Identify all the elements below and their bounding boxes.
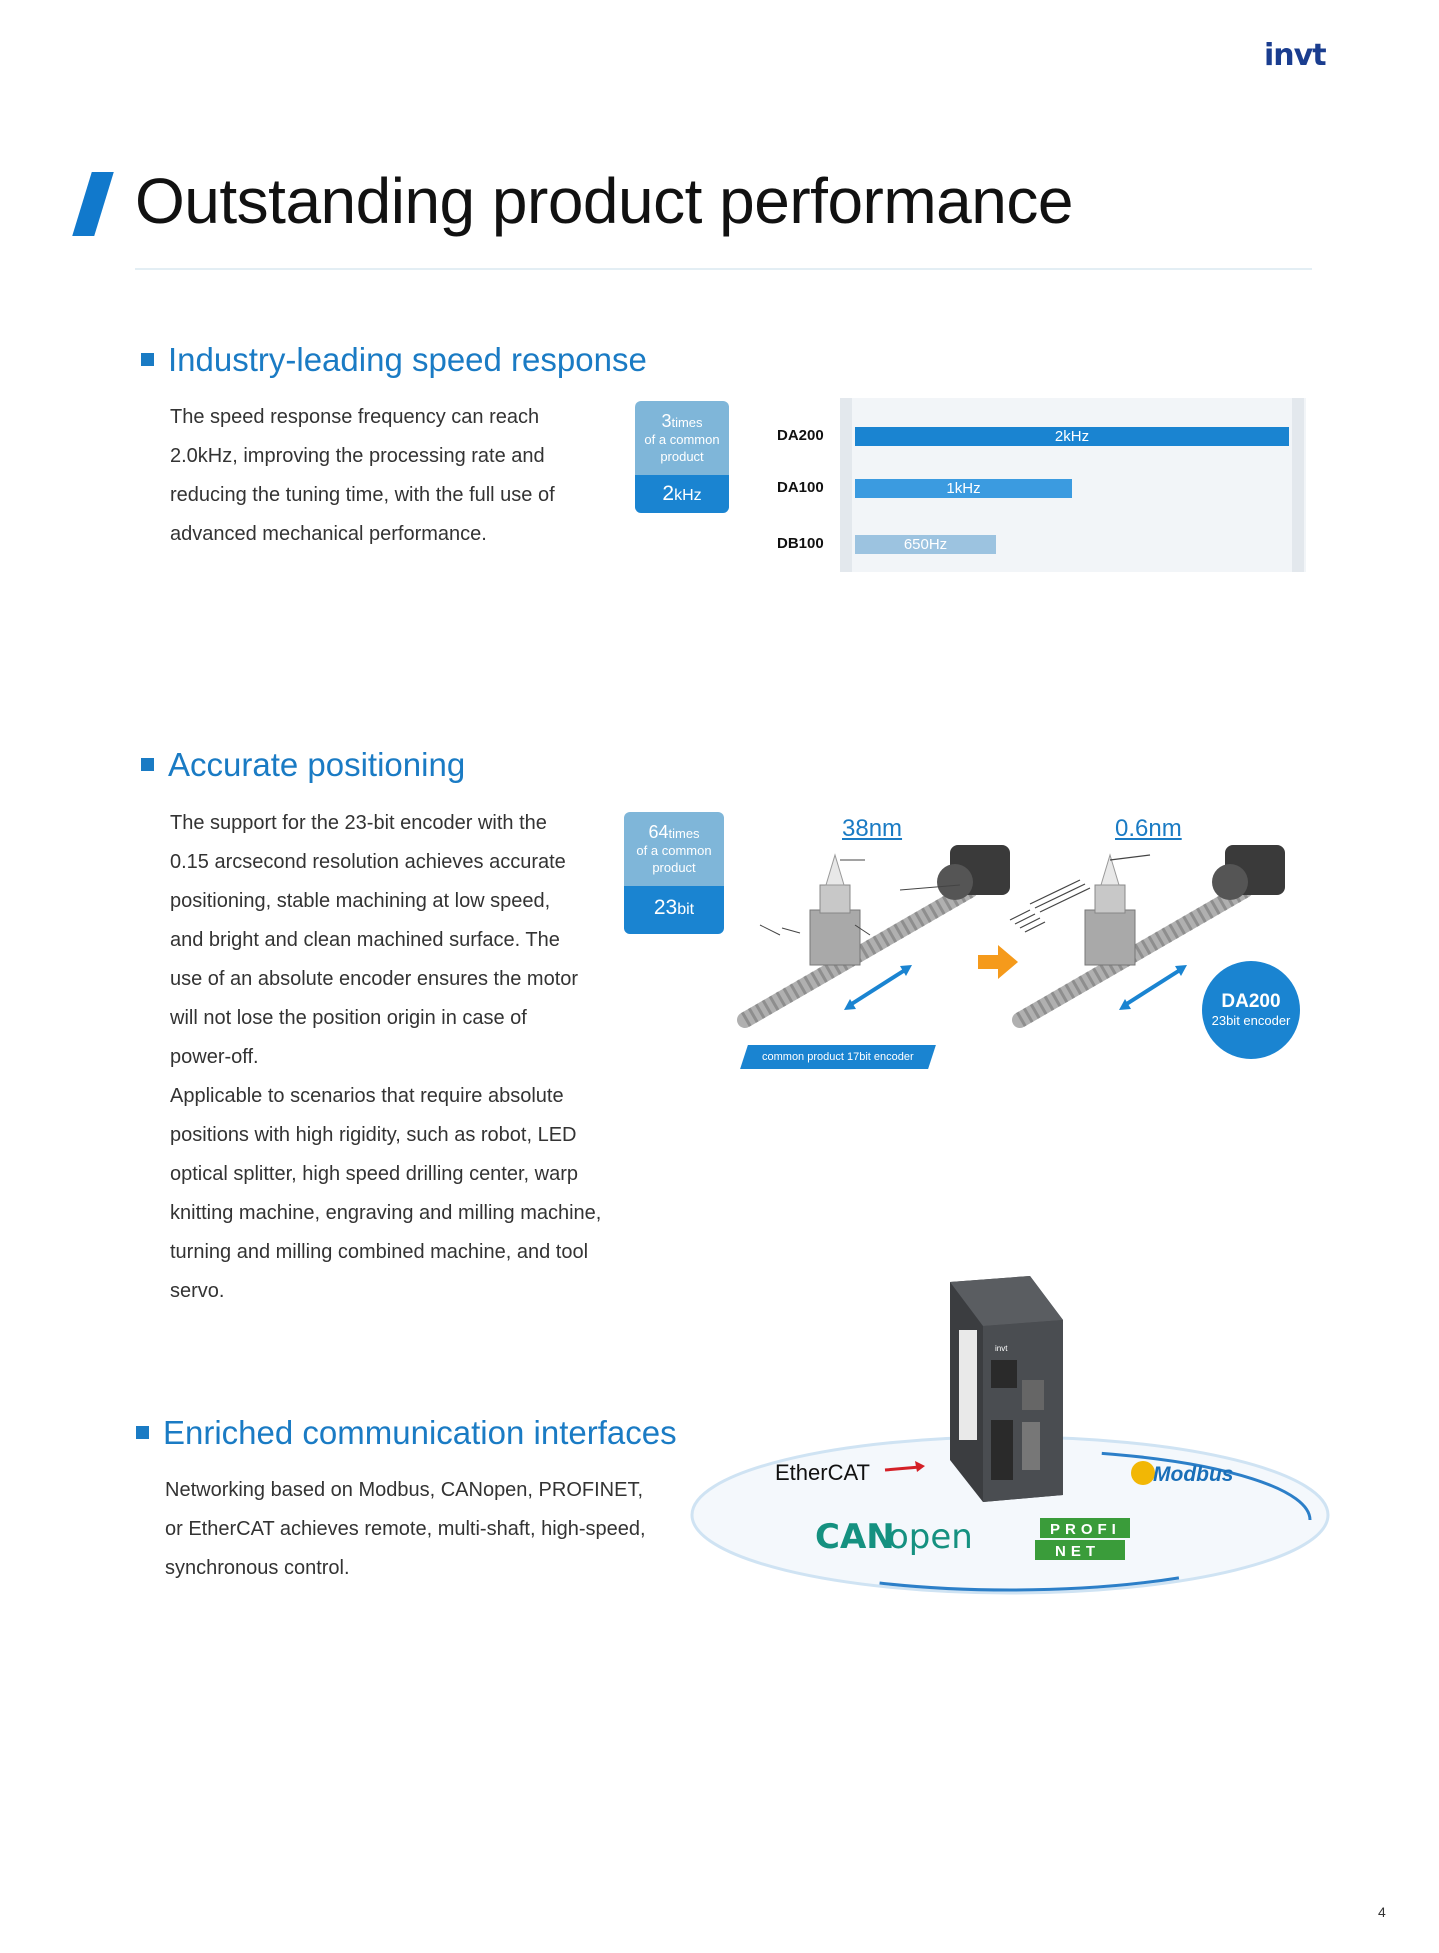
body-line: 0.15 arcsecond resolution achieves accur… — [170, 851, 566, 873]
profinet-logo-top — [1040, 1518, 1130, 1538]
callout-line: of a common — [644, 432, 720, 447]
motion-arrow-icon — [848, 968, 907, 1007]
common-product-tag-text: common product 17bit encoder — [762, 1051, 914, 1063]
body-line: power-off. — [170, 1046, 259, 1068]
body-line: synchronous control. — [165, 1557, 350, 1579]
callout-value-unit: bit — [677, 901, 695, 918]
callout-value-number: 2 — [662, 482, 675, 505]
chart-axis-strip — [840, 398, 852, 572]
body-line: advanced mechanical performance. — [170, 523, 487, 545]
section-heading-positioning: Accurate positioning — [141, 746, 465, 784]
ball-screw-diagram — [737, 845, 1285, 1028]
body-line: turning and milling combined machine, an… — [170, 1241, 589, 1263]
body-line: and bright and clean machined surface. T… — [170, 929, 560, 951]
canopen-logo-can: CAN — [815, 1517, 895, 1557]
chart-bar: 650Hz — [855, 535, 996, 554]
resolution-label-common: 38nm — [842, 815, 903, 842]
callout-line: product — [652, 860, 696, 875]
resolution-label-da200: 0.6nm — [1115, 815, 1182, 842]
body-line: The support for the 23-bit encoder with … — [170, 812, 547, 834]
orange-right-arrow-icon — [978, 945, 1018, 979]
communication-illustration: invt EtherCAT Modbus CAN open PROFI NET — [690, 1276, 1330, 1595]
invt-logo: invt — [1264, 38, 1327, 73]
profinet-logo-net: NET — [1055, 1543, 1100, 1560]
left-ball-screw-illustration — [737, 845, 1010, 1028]
chart-category-label: DB100 — [777, 535, 824, 552]
chart-bar: 1kHz — [855, 479, 1072, 498]
section-heading-communication: Enriched communication interfaces — [136, 1414, 677, 1452]
chart-category-label: DA200 — [777, 427, 824, 444]
drive-brand-text: invt — [995, 1344, 1008, 1353]
chart-bar-value-label: 2kHz — [1054, 428, 1090, 445]
section-heading-text: Industry-leading speed response — [168, 341, 647, 378]
callout-value: 23bit — [624, 886, 724, 934]
bullet-square-icon — [141, 352, 154, 366]
title-divider — [135, 268, 1312, 270]
modbus-logo: Modbus — [1153, 1463, 1233, 1486]
page-title: Outstanding product performance — [135, 165, 1073, 237]
callout-multiple: 3times of a common product — [635, 401, 729, 475]
callout-multiple-unit: times — [671, 415, 703, 430]
chart-edge-strip — [1292, 398, 1304, 572]
section1-body: The speed response frequency can reach 2… — [170, 398, 620, 554]
callout-multiple-unit: times — [668, 826, 700, 841]
ethercat-logo: EtherCAT — [775, 1460, 870, 1485]
chart-bar: 2kHz — [855, 427, 1289, 446]
callout-multiple: 64times of a common product — [624, 812, 724, 886]
body-line: use of an absolute encoder ensures the m… — [170, 968, 579, 990]
body-line: Applicable to scenarios that require abs… — [170, 1085, 564, 1107]
servo-drive-image: invt — [950, 1276, 1063, 1502]
section3-body: Networking based on Modbus, CANopen, PRO… — [165, 1471, 695, 1588]
callout-value-unit: kHz — [674, 487, 702, 504]
body-line: or EtherCAT achieves remote, multi-shaft… — [165, 1518, 646, 1540]
ethercat-arrow-head-icon — [915, 1461, 925, 1472]
callout-line: product — [660, 449, 704, 464]
badge-subtitle: 23bit encoder — [1211, 1013, 1291, 1028]
modbus-gear-icon — [1131, 1461, 1155, 1485]
body-line: will not lose the position origin in cas… — [170, 1007, 527, 1029]
arrow-head-icon — [844, 999, 856, 1010]
body-line: knitting machine, engraving and milling … — [170, 1202, 602, 1224]
body-line: 2.0kHz, improving the processing rate an… — [170, 445, 545, 467]
callout-line: of a common — [636, 843, 712, 858]
bullet-square-icon — [136, 1425, 149, 1439]
canopen-logo-open: open — [888, 1517, 973, 1557]
network-ring-highlight — [708, 1448, 1312, 1592]
right-ball-screw-illustration — [1009, 845, 1285, 1028]
encoder-callout: 64times of a common product 23bit — [624, 812, 724, 934]
body-line: servo. — [170, 1280, 225, 1302]
ethercat-arrow-icon — [884, 1465, 921, 1472]
body-line: positions with high rigidity, such as ro… — [170, 1124, 577, 1146]
title-slash-icon — [72, 172, 114, 236]
callout-value-number: 23 — [653, 896, 678, 919]
profinet-logo-bottom — [1035, 1540, 1125, 1560]
body-line: optical splitter, high speed drilling ce… — [170, 1163, 579, 1185]
badge-title: DA200 — [1221, 991, 1281, 1012]
motion-arrow-icon — [1123, 968, 1182, 1007]
body-line: reducing the tuning time, with the full … — [170, 484, 555, 506]
body-line: Networking based on Modbus, CANopen, PRO… — [165, 1479, 643, 1501]
body-line: The speed response frequency can reach — [170, 406, 540, 428]
section-heading-text: Enriched communication interfaces — [163, 1414, 677, 1451]
body-line: positioning, stable machining at low spe… — [170, 890, 551, 912]
bullet-square-icon — [141, 757, 154, 771]
chart-bar-value-label: 650Hz — [903, 536, 948, 553]
common-product-tag: common product 17bit encoder — [740, 1045, 936, 1069]
section2-body: The support for the 23-bit encoder with … — [170, 804, 640, 1311]
page-number: 4 — [1378, 1904, 1386, 1920]
arrow-head-icon — [900, 965, 912, 976]
section-heading-text: Accurate positioning — [168, 746, 466, 783]
chart-bar-value-label: 1kHz — [946, 480, 981, 497]
callout-value: 2kHz — [635, 475, 729, 513]
callout-multiple-value: 64 — [648, 822, 669, 842]
chart-category-label: DA100 — [777, 479, 824, 496]
callout-multiple-value: 3 — [661, 411, 672, 431]
arrow-head-icon — [1119, 999, 1131, 1010]
speed-callout: 3times of a common product 2kHz — [635, 401, 729, 513]
arrow-head-icon — [1175, 965, 1187, 976]
da200-badge: DA200 23bit encoder — [1202, 961, 1300, 1059]
ethercat-logo-text: EtherCAT — [775, 1460, 870, 1485]
profinet-logo-profi: PROFI — [1050, 1521, 1121, 1538]
section-heading-speed: Industry-leading speed response — [141, 341, 647, 379]
